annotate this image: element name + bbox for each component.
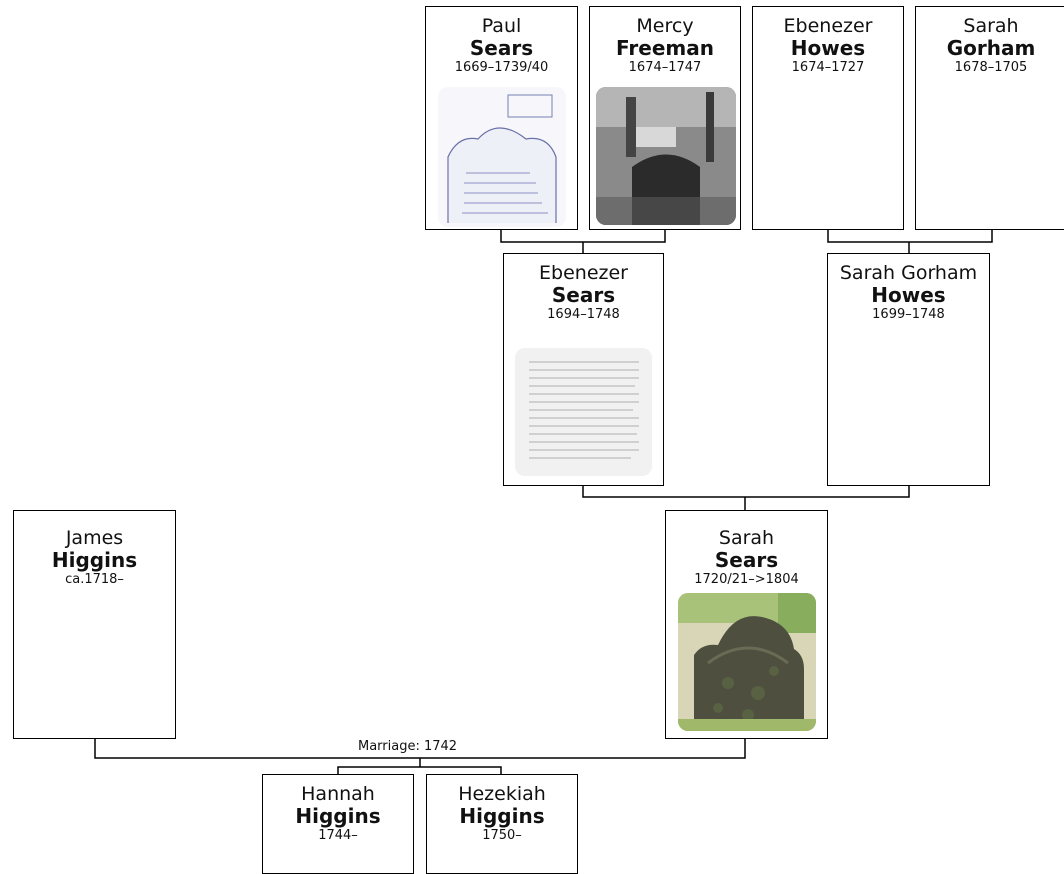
given-name: Ebenezer xyxy=(783,15,873,37)
person-card-hezekiah-higgins[interactable]: Hezekiah Higgins 1750– xyxy=(426,774,578,874)
life-dates: ca.1718– xyxy=(65,572,124,587)
life-dates: 1674–1747 xyxy=(628,60,702,75)
person-card-mercy-freeman[interactable]: Mercy Freeman 1674–1747 xyxy=(589,6,741,230)
surname: Howes xyxy=(871,283,946,307)
surname: Higgins xyxy=(295,804,381,828)
life-dates: 1678–1705 xyxy=(954,60,1028,75)
surname: Sears xyxy=(714,548,779,572)
surname: Sears xyxy=(551,283,616,307)
surname: Higgins xyxy=(459,804,545,828)
given-name: Paul xyxy=(481,15,522,37)
surname: Gorham xyxy=(946,36,1036,60)
life-dates: 1674–1727 xyxy=(791,60,865,75)
gravestone-sketch-photo[interactable] xyxy=(438,87,566,227)
given-name: Sarah xyxy=(963,15,1019,37)
surname: Howes xyxy=(790,36,866,60)
person-card-sarah-gorham-howes[interactable]: Sarah Gorham Howes 1699–1748 xyxy=(827,253,990,486)
person-card-sarah-gorham[interactable]: Sarah Gorham 1678–1705 xyxy=(915,6,1064,230)
person-card-paul-sears[interactable]: Paul Sears 1669–1739/40 xyxy=(425,6,578,230)
given-name: Sarah xyxy=(718,527,775,549)
document-page-photo[interactable] xyxy=(515,348,652,476)
given-name: Hannah xyxy=(301,783,375,805)
person-card-sarah-sears[interactable]: Sarah Sears 1720/21–>1804 xyxy=(665,510,828,739)
life-dates: 1750– xyxy=(482,828,522,843)
connector-sears-howes xyxy=(582,486,910,498)
life-dates: 1699–1748 xyxy=(872,307,945,322)
surname: Freeman xyxy=(616,36,714,60)
surname: Sears xyxy=(469,36,534,60)
gravestone-photo[interactable] xyxy=(596,87,736,225)
given-name: Ebenezer xyxy=(539,262,628,284)
person-card-ebenezer-sears[interactable]: Ebenezer Sears 1694–1748 xyxy=(503,253,664,486)
connector-children xyxy=(337,766,502,774)
person-card-hannah-higgins[interactable]: Hannah Higgins 1744– xyxy=(262,774,414,874)
given-name: Sarah Gorham xyxy=(839,262,978,284)
life-dates: 1744– xyxy=(318,828,358,843)
connector-howes-gorham xyxy=(827,230,993,243)
gravestone-photo[interactable] xyxy=(678,593,816,731)
given-name: Mercy xyxy=(636,15,694,37)
life-dates: 1694–1748 xyxy=(547,307,620,322)
life-dates: 1720/21–>1804 xyxy=(694,572,799,587)
given-name: James xyxy=(65,527,124,549)
life-dates: 1669–1739/40 xyxy=(454,60,549,75)
given-name: Hezekiah xyxy=(458,783,546,805)
person-card-ebenezer-howes[interactable]: Ebenezer Howes 1674–1727 xyxy=(752,6,904,230)
marriage-label: Marriage: 1742 xyxy=(356,739,460,754)
connector-paul-mercy xyxy=(500,230,666,243)
surname: Higgins xyxy=(51,548,138,572)
person-card-james-higgins[interactable]: James Higgins ca.1718– xyxy=(13,510,176,739)
